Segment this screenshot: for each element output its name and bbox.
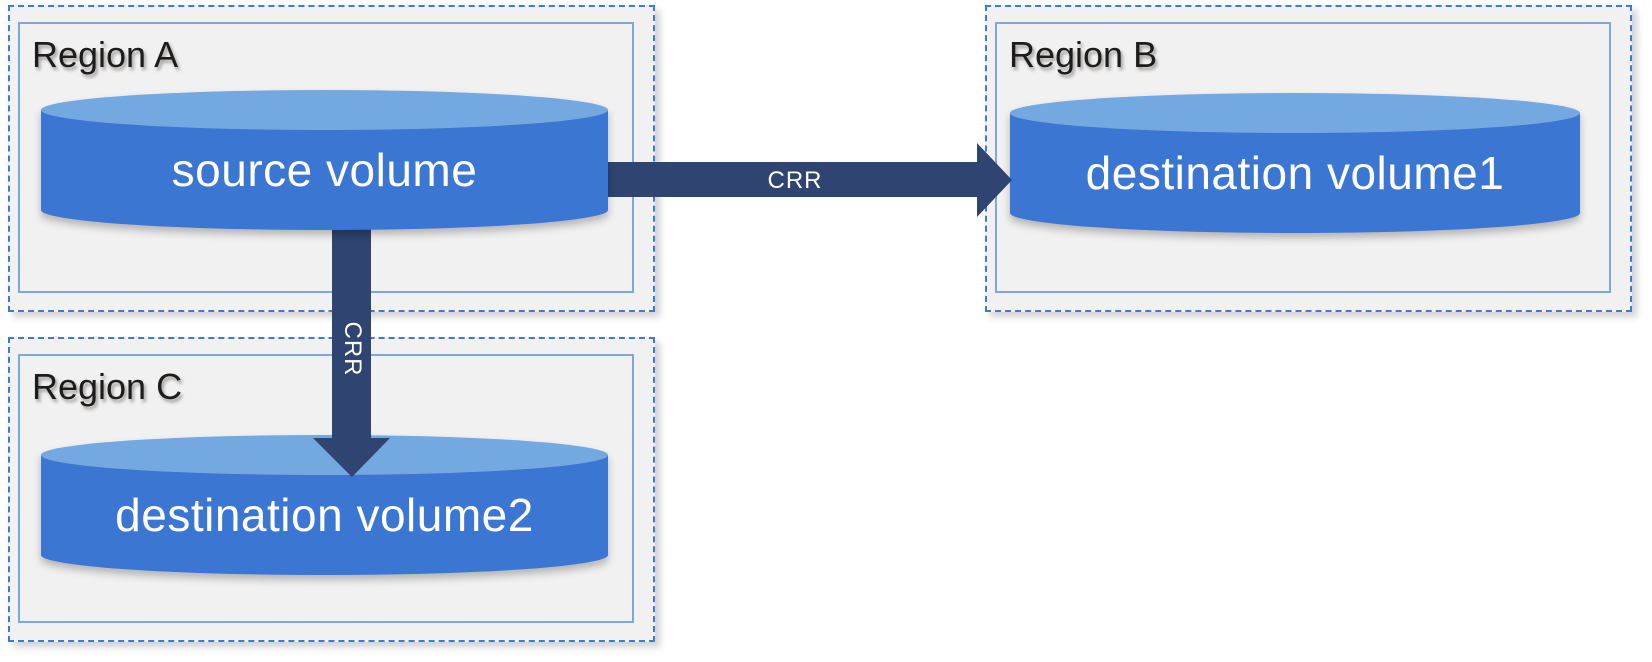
crr-label-vertical: CRR [339,321,366,377]
region-b-label: Region B [1009,34,1158,75]
destination-volume1-label: destination volume1 [1085,147,1505,199]
destination-volume1-cylinder: destination volume1 [1010,93,1580,233]
crr-label-horizontal: CRR [767,167,823,194]
cylinder-icon [41,90,608,230]
cylinder-bottom-face [41,535,608,575]
source-volume-label: source volume [171,144,478,196]
destination-volume2-cylinder: destination volume2 [41,435,608,575]
source-volume-cylinder: source volume [41,90,608,230]
region-a-label: Region A [32,34,179,75]
cylinder-bottom-face [1010,193,1580,233]
destination-volume2-label: destination volume2 [115,489,534,541]
cylinder-top-face [1010,93,1580,133]
cylinder-top-face [41,90,608,130]
region-c-label: Region C [32,366,183,407]
cylinder-bottom-face [41,190,608,230]
cylinder-icon [1010,93,1580,233]
